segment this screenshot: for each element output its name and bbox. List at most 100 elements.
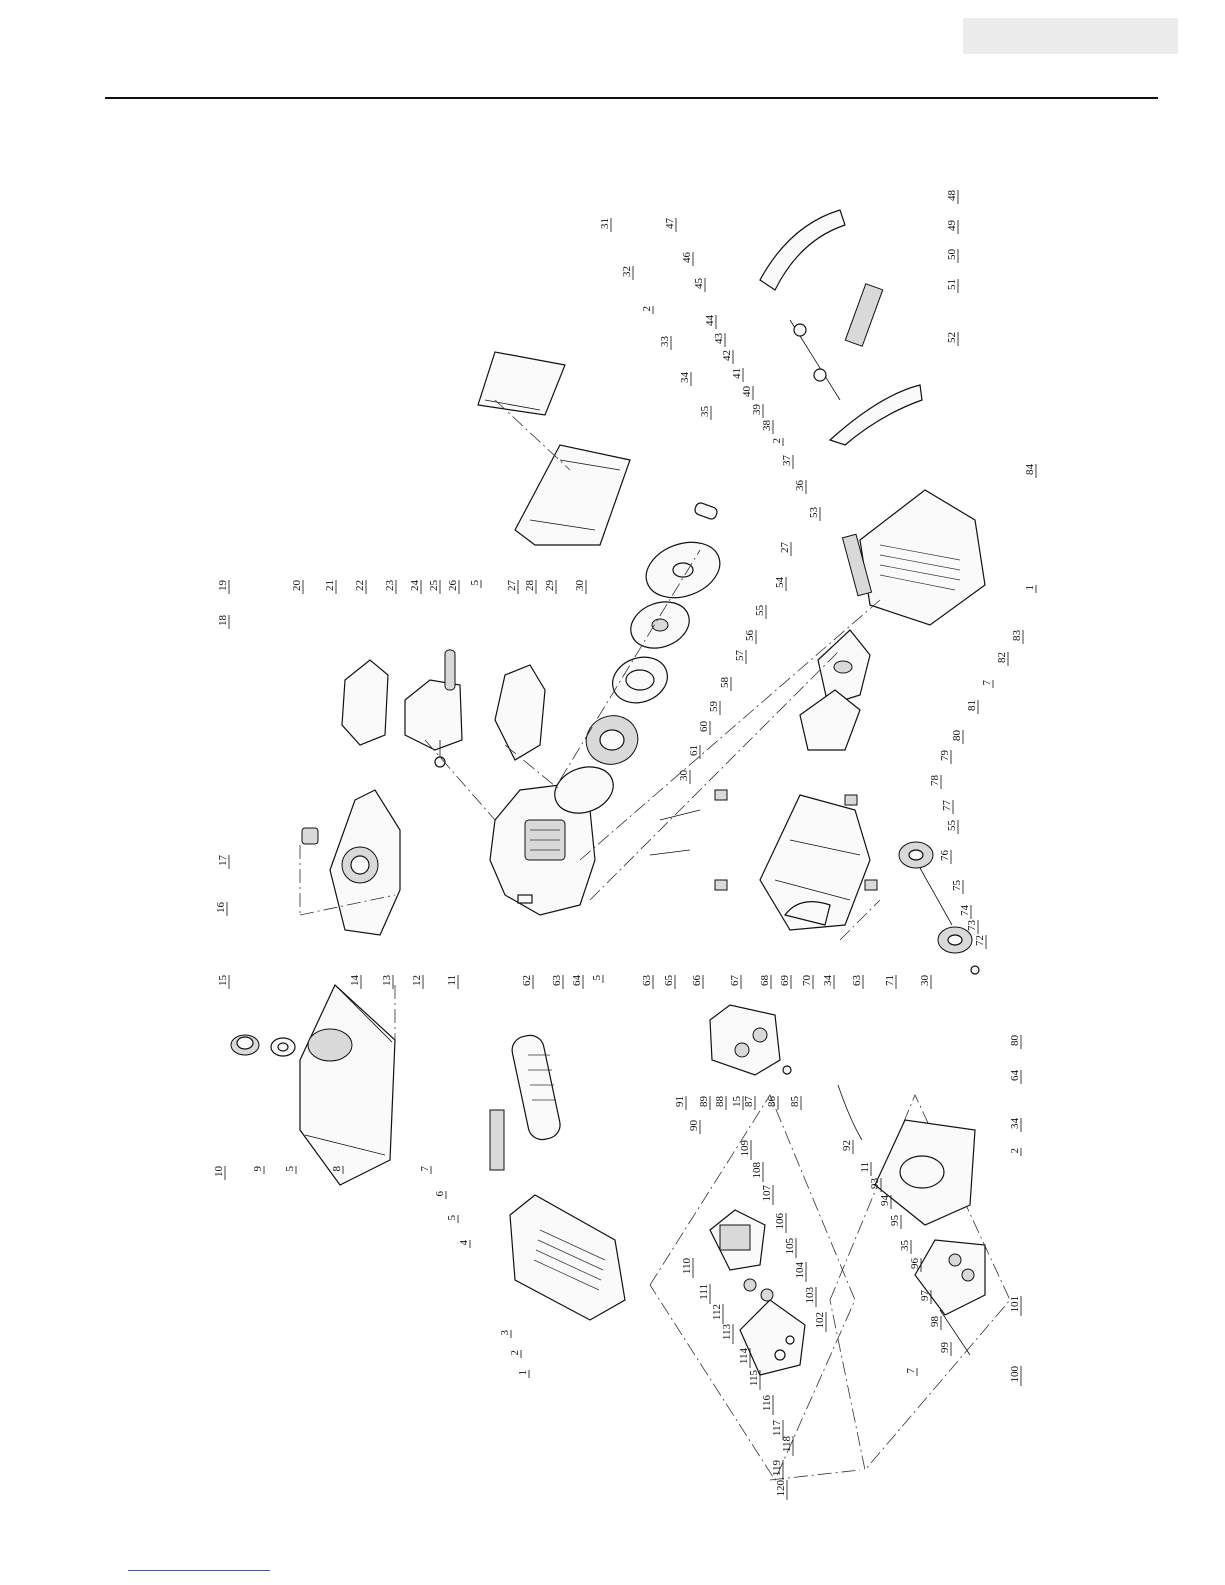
callout-number: 34 [679, 372, 691, 384]
callout-97-136: 97 [919, 1290, 932, 1304]
top-panel-base [514, 444, 631, 546]
fuel-gauge-part [694, 502, 718, 520]
callout-35-132: 35 [899, 1240, 912, 1254]
callout-number: 5 [284, 1166, 296, 1172]
callout-number: 49 [946, 220, 958, 232]
callout-78-68: 78 [929, 775, 942, 789]
callout-87-103: 87 [743, 1096, 756, 1110]
callout-number: 37 [781, 455, 793, 467]
callout-35-30: 35 [699, 406, 712, 420]
callout-number: 63 [641, 975, 653, 987]
callout-109-106: 109 [739, 1140, 752, 1160]
callout-12-7: 12 [411, 975, 424, 989]
callout-96-135: 96 [909, 1258, 922, 1272]
callout-number: 16 [215, 902, 227, 914]
callout-number: 35 [899, 1240, 911, 1252]
callout-number: 24 [409, 580, 421, 592]
callout-37-42: 37 [781, 455, 794, 469]
callout-59-57: 59 [708, 701, 721, 715]
callout-number: 15 [217, 975, 229, 987]
callout-number: 2 [1009, 1148, 1021, 1154]
callout-1-97: 1 [517, 1370, 530, 1378]
callout-number: 101 [1009, 1296, 1021, 1313]
callout-62-76: 62 [521, 975, 534, 989]
callout-number: 94 [879, 1195, 891, 1207]
callout-number: 48 [946, 190, 958, 202]
callout-number: 110 [681, 1258, 693, 1275]
callout-number: 4 [458, 1240, 470, 1246]
callout-91-98: 91 [674, 1096, 687, 1110]
callout-number: 65 [663, 975, 675, 987]
callout-number: 9 [252, 1166, 264, 1172]
callout-22-15: 22 [354, 580, 367, 594]
dash-lines [299, 399, 881, 1481]
callout-number: 34 [1009, 1118, 1021, 1130]
callout-number: 55 [754, 605, 766, 617]
callout-69-85: 69 [779, 975, 792, 989]
callout-104-111: 104 [794, 1262, 807, 1282]
callout-number: 73 [966, 920, 978, 932]
callout-10-0: 10 [213, 1166, 226, 1180]
callout-113-117: 113 [721, 1324, 734, 1344]
callout-5-79: 5 [591, 975, 604, 983]
callout-61-59: 61 [688, 745, 701, 759]
callout-102-113: 102 [814, 1312, 827, 1332]
callout-6-92: 6 [434, 1191, 447, 1199]
callout-20-13: 20 [291, 580, 304, 594]
callout-92-127: 92 [841, 1140, 854, 1154]
callout-number: 10 [213, 1166, 225, 1178]
knob-part [230, 1034, 260, 1056]
callout-90-99: 90 [688, 1120, 701, 1134]
callout-64-126: 64 [1009, 1070, 1022, 1084]
callout-17-10: 17 [217, 855, 230, 869]
callout-number: 22 [354, 580, 366, 591]
footer-link-underline[interactable] [128, 1570, 270, 1571]
callout-30-60: 30 [678, 770, 691, 784]
callout-number: 50 [946, 249, 958, 261]
callout-64-78: 64 [571, 975, 584, 989]
side-handle [489, 1034, 561, 1171]
callout-number: 12 [411, 975, 423, 986]
callout-number: 108 [751, 1162, 763, 1179]
callout-number: 11 [859, 1162, 871, 1173]
callout-77-69: 77 [941, 800, 954, 814]
callout-number: 75 [951, 880, 963, 892]
callout-number: 3 [499, 1330, 511, 1336]
callout-number: 42 [721, 350, 733, 361]
callout-number: 97 [919, 1290, 931, 1302]
callout-2-134: 2 [1009, 1148, 1022, 1156]
callout-number: 60 [698, 721, 710, 733]
callout-46-32: 46 [681, 252, 694, 266]
callout-number: 120 [775, 1480, 787, 1497]
callout-number: 1 [517, 1370, 529, 1376]
header-gray-box [963, 18, 1178, 54]
callout-33-28: 33 [659, 336, 672, 350]
callout-number: 7 [981, 680, 993, 686]
callout-45-33: 45 [693, 278, 706, 292]
callout-30-90: 30 [919, 975, 932, 989]
callout-number: 18 [217, 615, 229, 627]
callout-15-102: 15 [731, 1096, 744, 1110]
callout-number: 89 [698, 1096, 710, 1108]
callout-number: 44 [704, 315, 716, 327]
callout-number: 81 [966, 700, 978, 711]
callout-66-82: 66 [691, 975, 704, 989]
callout-number: 112 [711, 1304, 723, 1320]
callout-36-43: 36 [794, 480, 807, 494]
callout-31-25: 31 [599, 218, 612, 232]
callout-number: 5 [591, 975, 603, 981]
callout-34-29: 34 [679, 372, 692, 386]
callout-117-121: 117 [771, 1420, 784, 1440]
stator [585, 715, 639, 765]
callout-number: 104 [794, 1262, 806, 1279]
callout-23-16: 23 [384, 580, 397, 594]
fan-housing [645, 541, 721, 599]
callout-49-45: 49 [946, 220, 959, 234]
callout-63-77: 63 [551, 975, 564, 989]
callout-81-65: 81 [966, 700, 979, 714]
callout-number: 95 [889, 1215, 901, 1227]
callout-43-35: 43 [713, 333, 726, 347]
callout-89-100: 89 [698, 1096, 711, 1110]
callout-number: 20 [291, 580, 303, 592]
callout-63-88: 63 [851, 975, 864, 989]
